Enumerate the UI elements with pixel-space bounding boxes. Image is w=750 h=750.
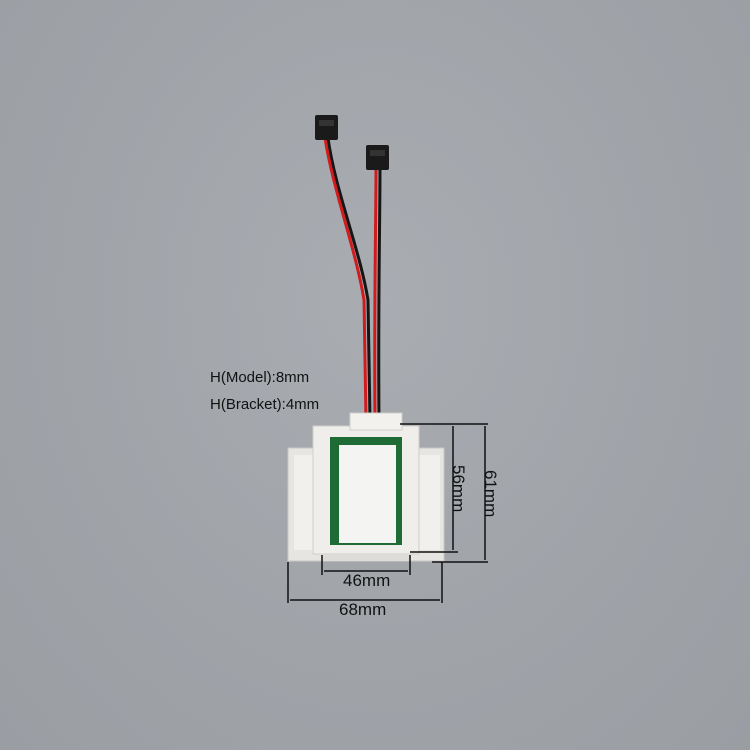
- connector-2: [366, 145, 389, 170]
- model-height-label: H(Model):8mm: [210, 369, 310, 386]
- outer-width-label: 68mm: [339, 600, 387, 619]
- inner-height-label: 56mm: [449, 465, 468, 513]
- outer-height-label: 61mm: [481, 470, 500, 518]
- inner-width-label: 46mm: [343, 571, 391, 590]
- wires: [323, 137, 382, 421]
- pcb: [330, 437, 402, 545]
- connector-1: [315, 115, 338, 140]
- bracket-height-label: H(Bracket):4mm: [210, 396, 320, 413]
- dimension-lines: [287, 423, 488, 603]
